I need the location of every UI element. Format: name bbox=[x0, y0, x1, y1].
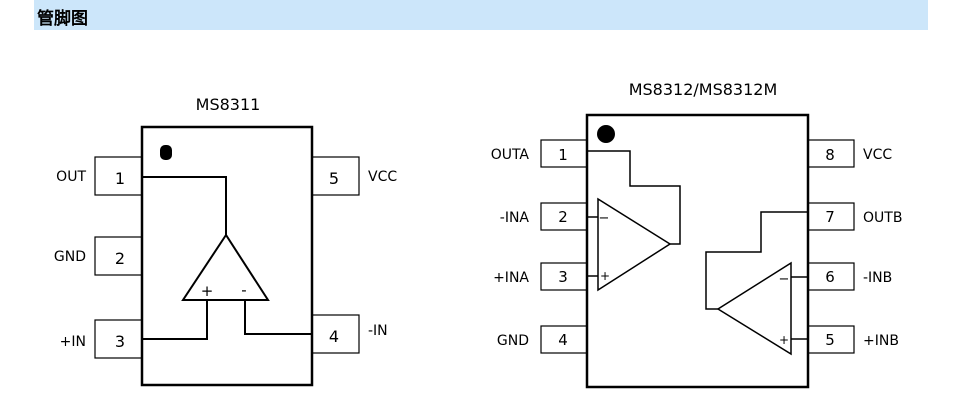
pin1-marker-dot bbox=[160, 145, 172, 160]
ms8312-pin-5-number: 5 bbox=[825, 331, 835, 349]
ms8312-pin-4-label: GND bbox=[497, 333, 529, 349]
ms8312-pin-6-number: 6 bbox=[825, 268, 835, 286]
ms8311-pin-1-number: 1 bbox=[115, 169, 125, 188]
pin1-marker-dot bbox=[597, 125, 615, 143]
ms8311-pin-5-box bbox=[311, 156, 360, 196]
chip-ms8312-name: MS8312/MS8312M bbox=[629, 80, 778, 99]
ms8312-opamp-b-minus-sign: − bbox=[779, 272, 790, 287]
ms8312-pin-7-box bbox=[807, 202, 855, 231]
ms8311-plus-sign: + bbox=[201, 282, 214, 300]
ms8312-pin-6-label: -INB bbox=[863, 270, 892, 286]
ms8311-minus-wire bbox=[244, 300, 312, 335]
ms8312-pin-4-box bbox=[540, 325, 588, 354]
ms8311-pin-3-label: +IN bbox=[60, 334, 86, 350]
ms8312-pin-1-label: OUTA bbox=[491, 147, 530, 163]
ms8312-pin-8-number: 8 bbox=[825, 146, 835, 164]
ms8312-opamp-a-plus-sign: + bbox=[600, 269, 610, 283]
ms8312-opamp-a-minus-sign: − bbox=[599, 211, 610, 226]
ms8311-pin-4-number: 4 bbox=[329, 327, 339, 346]
chip-ms8311-body bbox=[140, 125, 314, 387]
chip-ms8312: MS8312/MS8312M − + − + 1 2 3 4 5 6 7 bbox=[491, 80, 902, 389]
ms8311-plus-wire bbox=[142, 300, 208, 340]
ms8312-pin-2-number: 2 bbox=[558, 208, 568, 226]
ms8312-opamp-b-output-wire bbox=[705, 211, 808, 310]
ms8312-pin-4-number: 4 bbox=[558, 331, 568, 349]
ms8311-pin-2-label: GND bbox=[54, 249, 86, 265]
ms8312-opamp-b-triangle bbox=[716, 261, 792, 356]
chip-ms8311-name: MS8311 bbox=[196, 95, 261, 114]
ms8312-pin-5-label: +INB bbox=[863, 333, 899, 349]
ms8312-pin-7-number: 7 bbox=[825, 208, 835, 226]
ms8312-pin-3-number: 3 bbox=[558, 268, 568, 286]
ms8311-pin-2-number: 2 bbox=[115, 249, 125, 268]
ms8311-pin-3-number: 3 bbox=[115, 332, 125, 351]
chip-ms8312-body bbox=[585, 113, 810, 389]
chip-ms8311: MS8311 + - 1 2 3 4 5 OUT GND +IN -IN VCC bbox=[54, 95, 397, 387]
section-header: 管脚图 bbox=[34, 0, 928, 30]
ms8312-pin-1-box bbox=[540, 139, 588, 168]
section-title: 管脚图 bbox=[37, 9, 88, 29]
ms8311-opamp-triangle bbox=[181, 233, 270, 301]
ms8312-opamp-a-triangle bbox=[597, 197, 672, 292]
ms8311-pin-2-box bbox=[94, 236, 143, 276]
ms8312-pin-8-label: VCC bbox=[863, 147, 892, 163]
ms8311-pin-5-label: VCC bbox=[368, 169, 397, 185]
ms8312-pin-8-box bbox=[807, 139, 855, 168]
ms8312-pin-1-number: 1 bbox=[558, 146, 568, 164]
ms8311-pin-1-label: OUT bbox=[56, 169, 86, 185]
ms8311-minus-sign: - bbox=[241, 281, 246, 299]
ms8311-pin-4-label: -IN bbox=[368, 323, 388, 339]
ms8312-pin-7-label: OUTB bbox=[863, 210, 902, 226]
ms8312-pin-3-label: +INA bbox=[493, 270, 529, 286]
ms8311-output-wire bbox=[142, 176, 227, 235]
ms8312-opamp-b-plus-sign: + bbox=[779, 333, 789, 347]
ms8311-pin-5-number: 5 bbox=[329, 169, 339, 188]
ms8312-pin-2-label: -INA bbox=[500, 210, 530, 226]
ms8312-opamp-a-output-wire bbox=[587, 150, 681, 245]
